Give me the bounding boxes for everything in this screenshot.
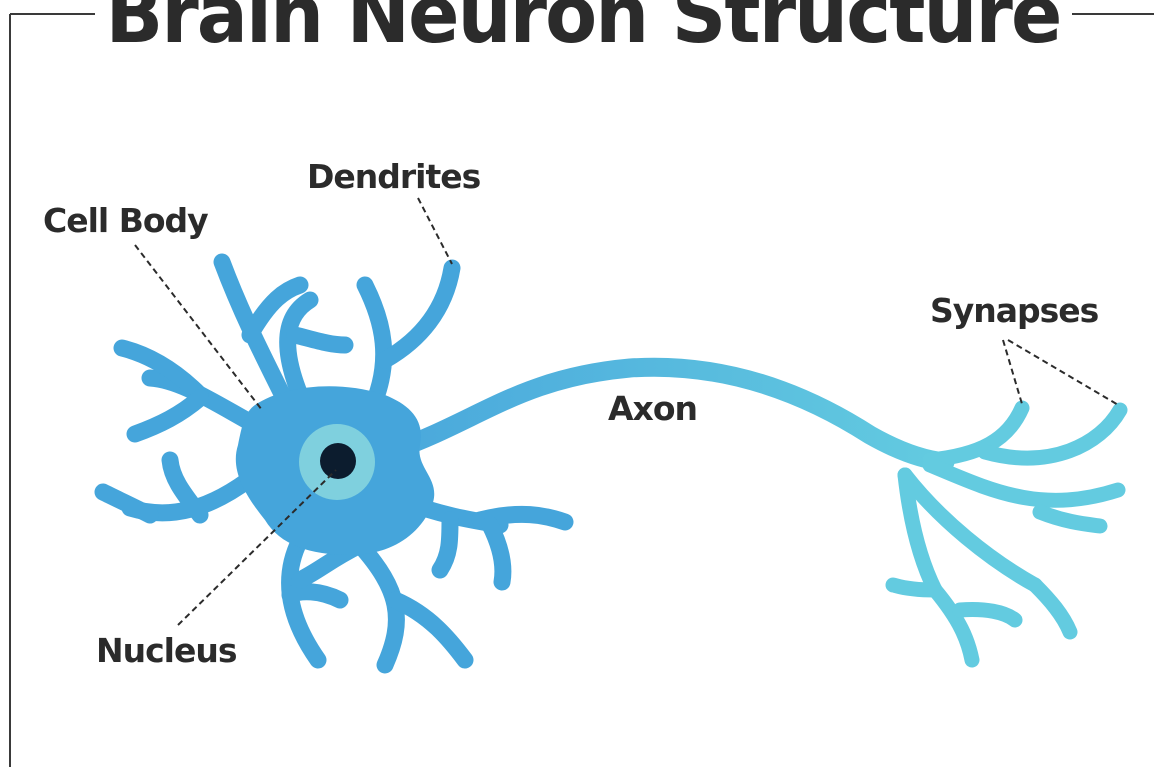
terminal-mid-stub [1040,512,1100,526]
page-title: Brain Neuron Structure [106,0,1061,61]
label-axon: Axon [608,389,697,428]
nucleus-core [320,443,356,479]
terminal-bottom-branch [960,609,1015,620]
dendrite-bottom-left-branch [290,592,340,600]
dendrite-right-lower-branch [440,520,450,570]
dendrite-top-right [365,285,384,400]
terminal-bottom [935,590,972,660]
leader-dendrites [418,198,452,264]
dendrite-top-mid-branch [295,335,345,345]
label-synapses: Synapses [930,291,1099,330]
label-nucleus: Nucleus [96,631,237,670]
dendrite-left-lower-tip [103,492,150,515]
axon-terminals [893,408,1120,660]
dendrite-top-mid [288,300,310,395]
nucleus [299,424,375,500]
leader-synapses-left [1003,340,1022,404]
label-dendrites: Dendrites [307,157,481,196]
leader-synapses-right [1008,340,1120,406]
dendrite-right-lower-branch2 [490,525,503,582]
terminal-mid [930,465,1118,500]
dendrite-top-far-right [385,268,452,360]
terminal-lower-tip [1035,585,1070,632]
label-cell-body: Cell Body [43,201,208,240]
dendrite-bottom-mid-branch [395,600,465,660]
dendrite-left-upper-branch [135,398,200,434]
